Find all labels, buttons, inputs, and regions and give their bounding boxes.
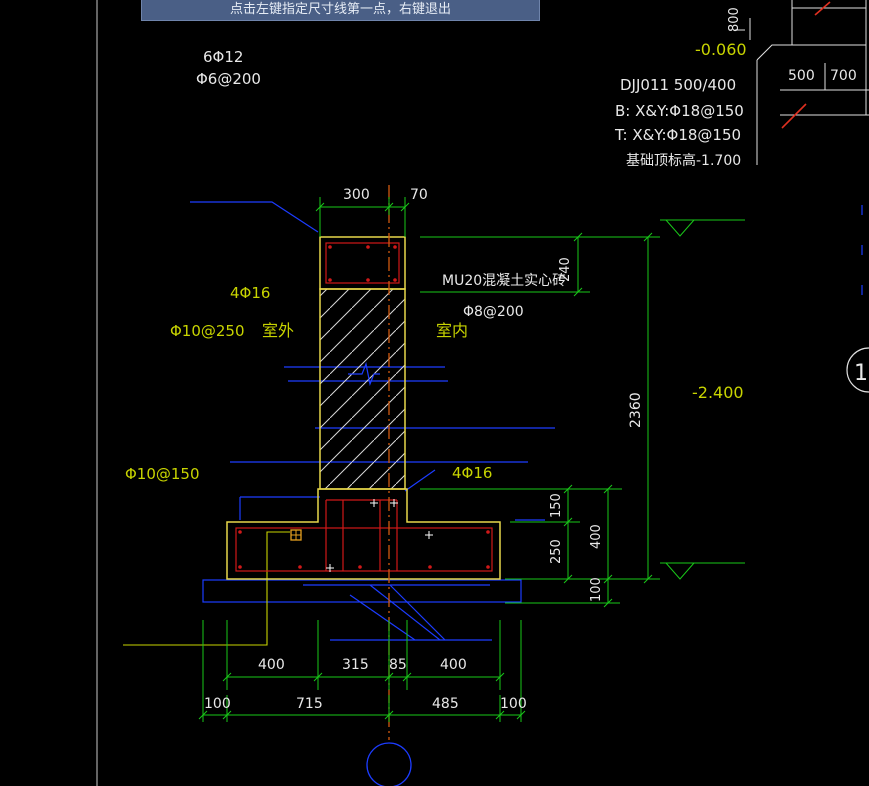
dim-top-width: 300 (343, 187, 370, 203)
column-stirrups: Φ6@200 (196, 70, 261, 88)
dim-row1-a: 400 (258, 657, 285, 673)
snap-markers (326, 499, 433, 572)
indoor-label: 室内 (436, 321, 468, 340)
footing-main-bars: 4Φ16 (452, 464, 492, 482)
dim-row2-b: 715 (296, 696, 323, 712)
footing-rebar: Φ10@150 (125, 465, 200, 483)
command-prompt: 点击左键指定尺寸线第一点，右键退出 (141, 0, 540, 21)
dim-row2-c: 485 (432, 696, 459, 712)
footing-rebar-leader (123, 531, 290, 646)
elev-upper: -0.060 (695, 40, 747, 59)
rebar (235, 242, 493, 572)
beam-main-bars: 4Φ16 (230, 284, 270, 302)
dim-row1-c: 85 (389, 657, 407, 673)
column-main-bars: 6Φ12 (203, 48, 243, 66)
break-symbol (348, 361, 380, 387)
foundation-top-elev: 基础顶标高-1.700 (626, 152, 741, 169)
dim-beam-height: 240 (558, 257, 573, 282)
dim-row2-d: 100 (500, 696, 527, 712)
foundation-id: DJJ011 500/400 (620, 76, 736, 94)
axis-bubble (366, 742, 412, 786)
dimension-lines (198, 197, 660, 722)
dim-row1-d: 400 (440, 657, 467, 673)
dim-footing-total: 400 (589, 524, 604, 549)
elev-lower: -2.400 (692, 383, 744, 402)
top-rebar: T: X&Y:Φ18@150 (614, 126, 741, 144)
outdoor-label: 室外 (262, 321, 294, 340)
bottom-rebar: B: X&Y:Φ18@150 (615, 102, 744, 120)
plan-dim-500: 500 (788, 68, 815, 84)
wall-rebar: Φ10@250 (170, 322, 245, 340)
prompt-text: 点击左键指定尺寸线第一点，右键退出 (229, 2, 451, 17)
dim-cushion: 100 (589, 577, 604, 602)
plan-axis-bubble (846, 347, 869, 393)
dim-step-height: 150 (549, 493, 564, 518)
dim-total-height: 2360 (628, 392, 644, 428)
rebar-dots (238, 245, 490, 569)
plan-axis-marks (781, 1, 831, 129)
dim-row2-a: 100 (204, 696, 231, 712)
dim-row1-b: 315 (342, 657, 369, 673)
blue-leaders (190, 201, 863, 641)
beam-stirrup: Φ8@200 (463, 304, 524, 320)
plan-axis-bubble-label: 1 (854, 361, 868, 386)
dim-top-offset: 70 (410, 187, 428, 203)
dim-footing-height: 250 (549, 539, 564, 564)
brick-label: MU20混凝土实心砖 (442, 273, 566, 289)
elevation-markers (660, 219, 745, 580)
foundation-outline (226, 236, 501, 580)
plan-fragment (735, 0, 869, 165)
plan-dim-700: 700 (830, 68, 857, 84)
plan-dim-800: 800 (727, 7, 742, 32)
